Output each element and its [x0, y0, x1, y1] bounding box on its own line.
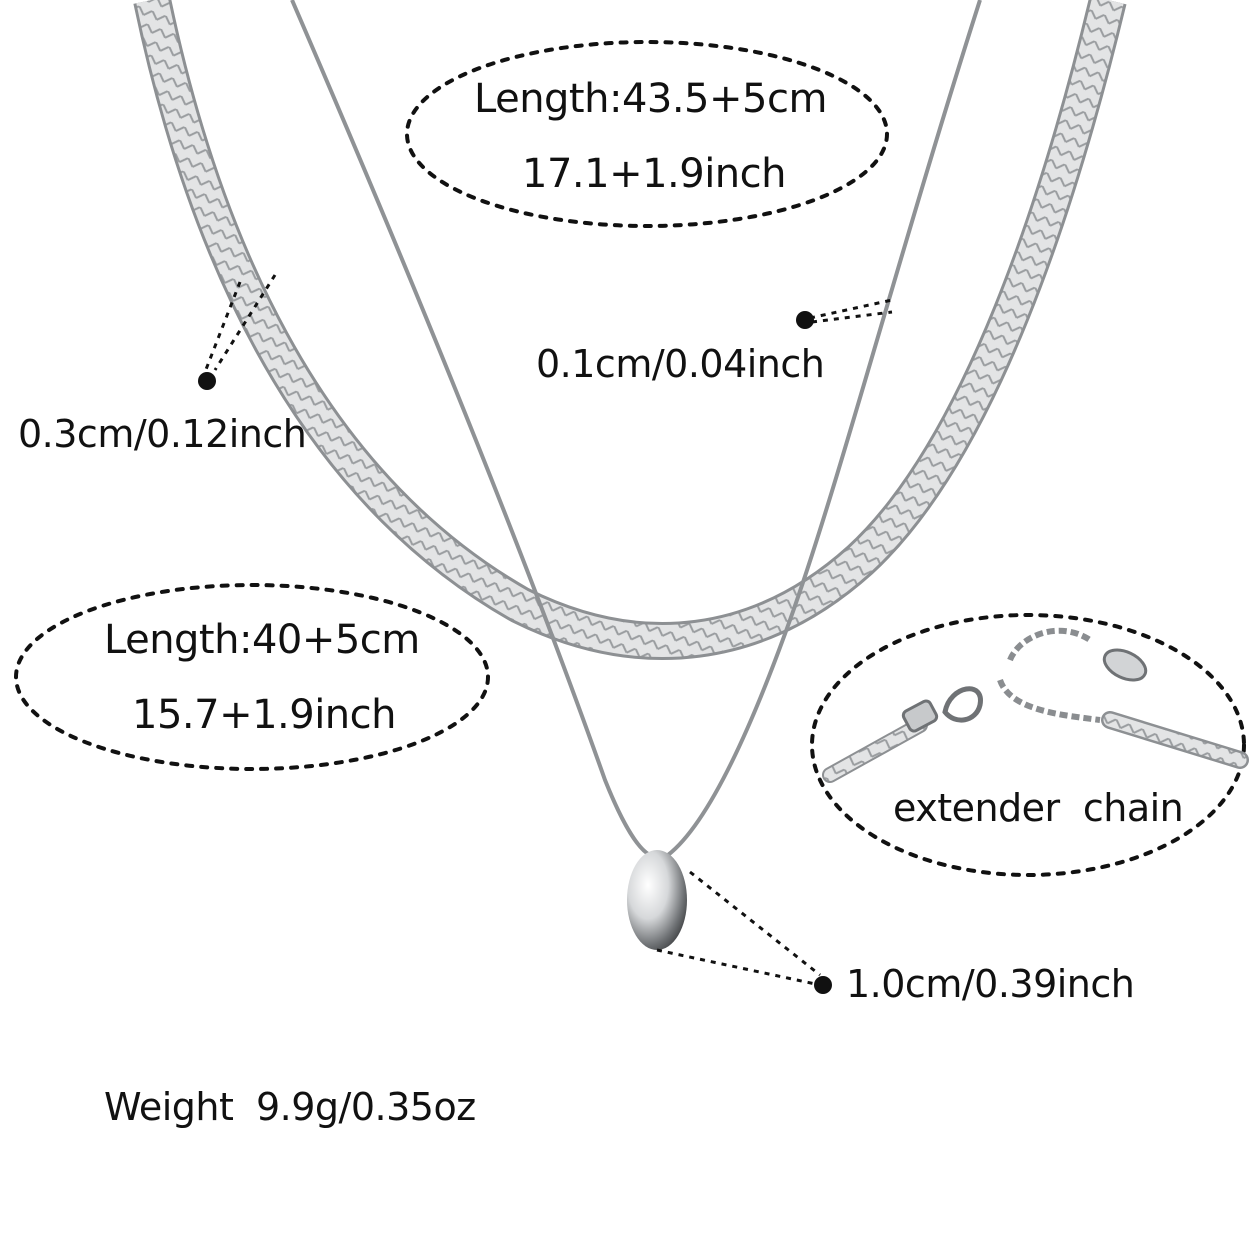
- upper-length-inch: 17.1+1.9inch: [522, 151, 787, 197]
- extender-callout: [810, 613, 1246, 877]
- pendant-pointer: [689, 870, 821, 977]
- thin-width-pointer: [811, 310, 893, 324]
- pendant-icon: [627, 850, 687, 950]
- thin-chain: [290, 0, 982, 950]
- extender-chain-icon: [822, 627, 1249, 783]
- snake-width-dot: [198, 372, 216, 390]
- thin-width-dot: [796, 311, 814, 329]
- weight-value: 9.9g/0.35oz: [256, 1085, 476, 1129]
- pendant-dot: [814, 976, 832, 994]
- extender-label: extender chain: [893, 786, 1184, 830]
- pendant-size: 1.0cm/0.39inch: [846, 962, 1135, 1006]
- snake-width-pointer: [203, 281, 242, 373]
- upper-length-cm: Length:43.5+5cm: [474, 76, 827, 122]
- weight-label: Weight: [104, 1085, 234, 1129]
- snake-chain: [133, 0, 1127, 660]
- lower-length-inch: 15.7+1.9inch: [132, 692, 397, 738]
- lower-length-cm: Length:40+5cm: [104, 617, 420, 663]
- lower-length-callout: [14, 583, 490, 771]
- upper-length-callout: [405, 40, 889, 228]
- thin-chain-width: 0.1cm/0.04inch: [536, 342, 825, 386]
- snake-chain-width: 0.3cm/0.12inch: [18, 412, 307, 456]
